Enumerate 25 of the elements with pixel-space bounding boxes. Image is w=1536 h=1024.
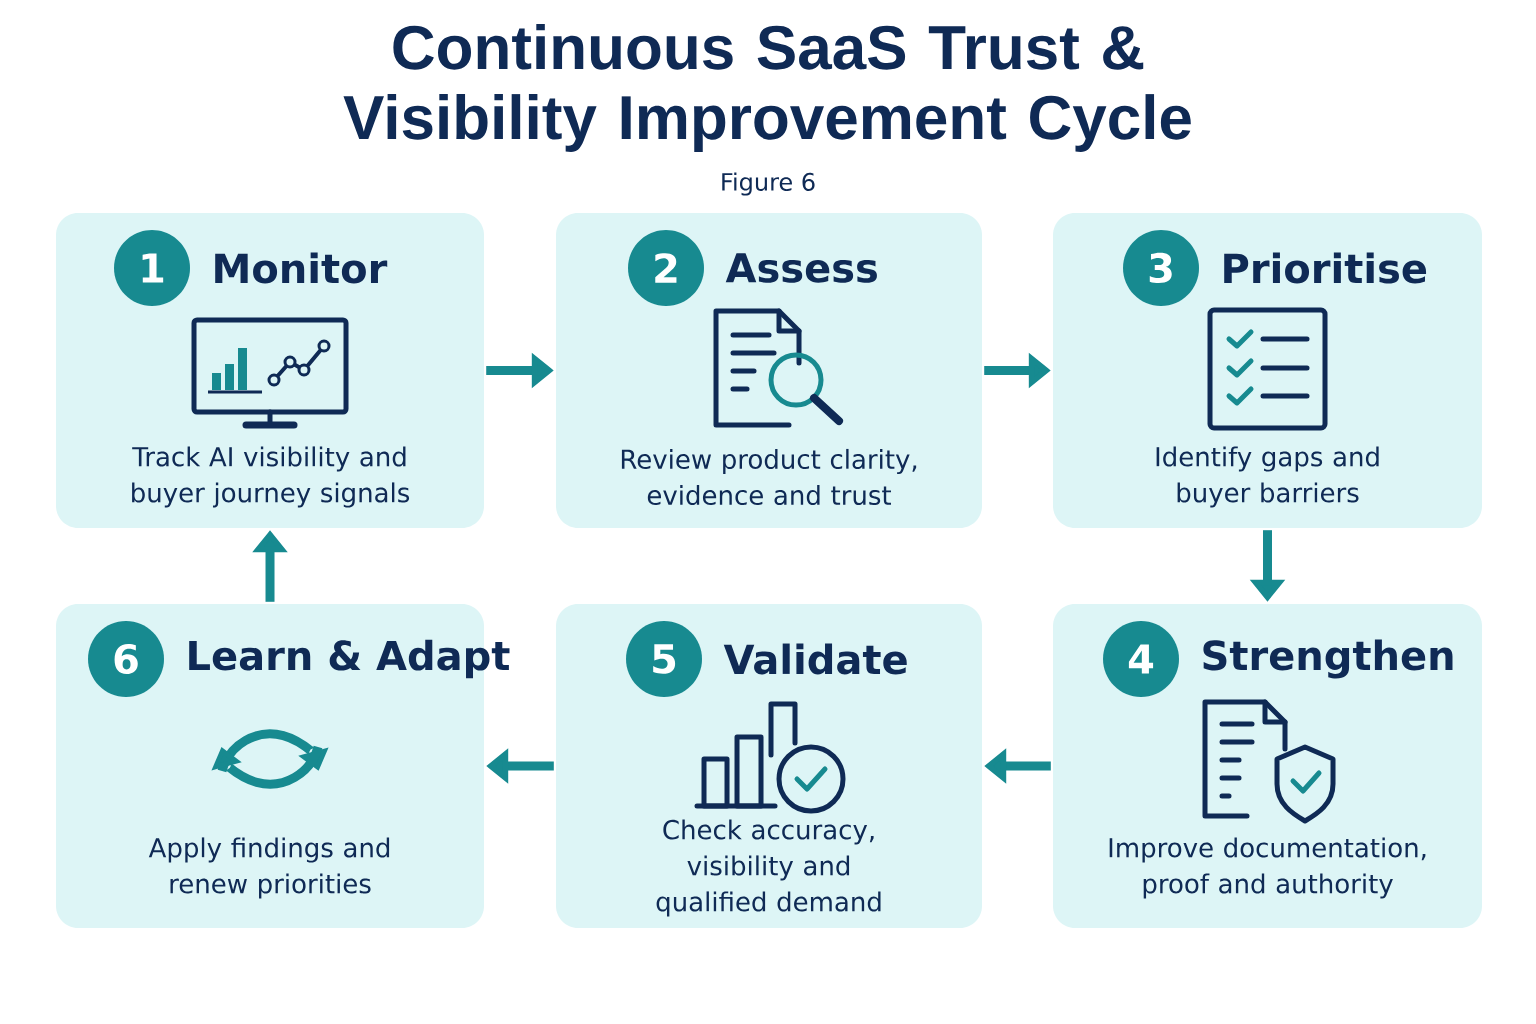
step-title: Validate: [723, 643, 907, 675]
step-description: Review product clarity, evidence and trust: [621, 448, 917, 506]
step-description: Track AI visibility and buyer journey signals: [132, 446, 410, 508]
step-title: Learn & Adapt: [189, 639, 510, 679]
step-description: Check accuracy, visibility and qualified demand: [656, 819, 881, 917]
number-badge: 5: [626, 621, 702, 697]
step-description: Apply findings and renew priorities: [148, 837, 390, 899]
step-title: Prioritise: [1224, 252, 1427, 284]
step-card: [56, 604, 510, 928]
step-card: [1053, 213, 1482, 528]
number-badge: 4: [1103, 621, 1179, 697]
step-card: [1053, 604, 1482, 928]
title: Continuous SaaS Trust & Visibility Improvement Cycle: [343, 24, 1191, 152]
number-badge: 6: [88, 621, 164, 697]
step-title: Strengthen: [1203, 639, 1453, 679]
step-description: Improve documentation, proof and authority: [1109, 837, 1426, 899]
step-card: [556, 604, 982, 928]
step-description: Identify gaps and buyer barriers: [1156, 446, 1379, 508]
number-badge: 1: [114, 230, 190, 306]
step-title: Assess: [725, 253, 877, 283]
step-card: [556, 213, 982, 528]
number-badge: 3: [1123, 230, 1199, 306]
step-card: [56, 213, 484, 528]
number-badge: 2: [628, 230, 704, 306]
step-title: Monitor: [215, 252, 388, 284]
